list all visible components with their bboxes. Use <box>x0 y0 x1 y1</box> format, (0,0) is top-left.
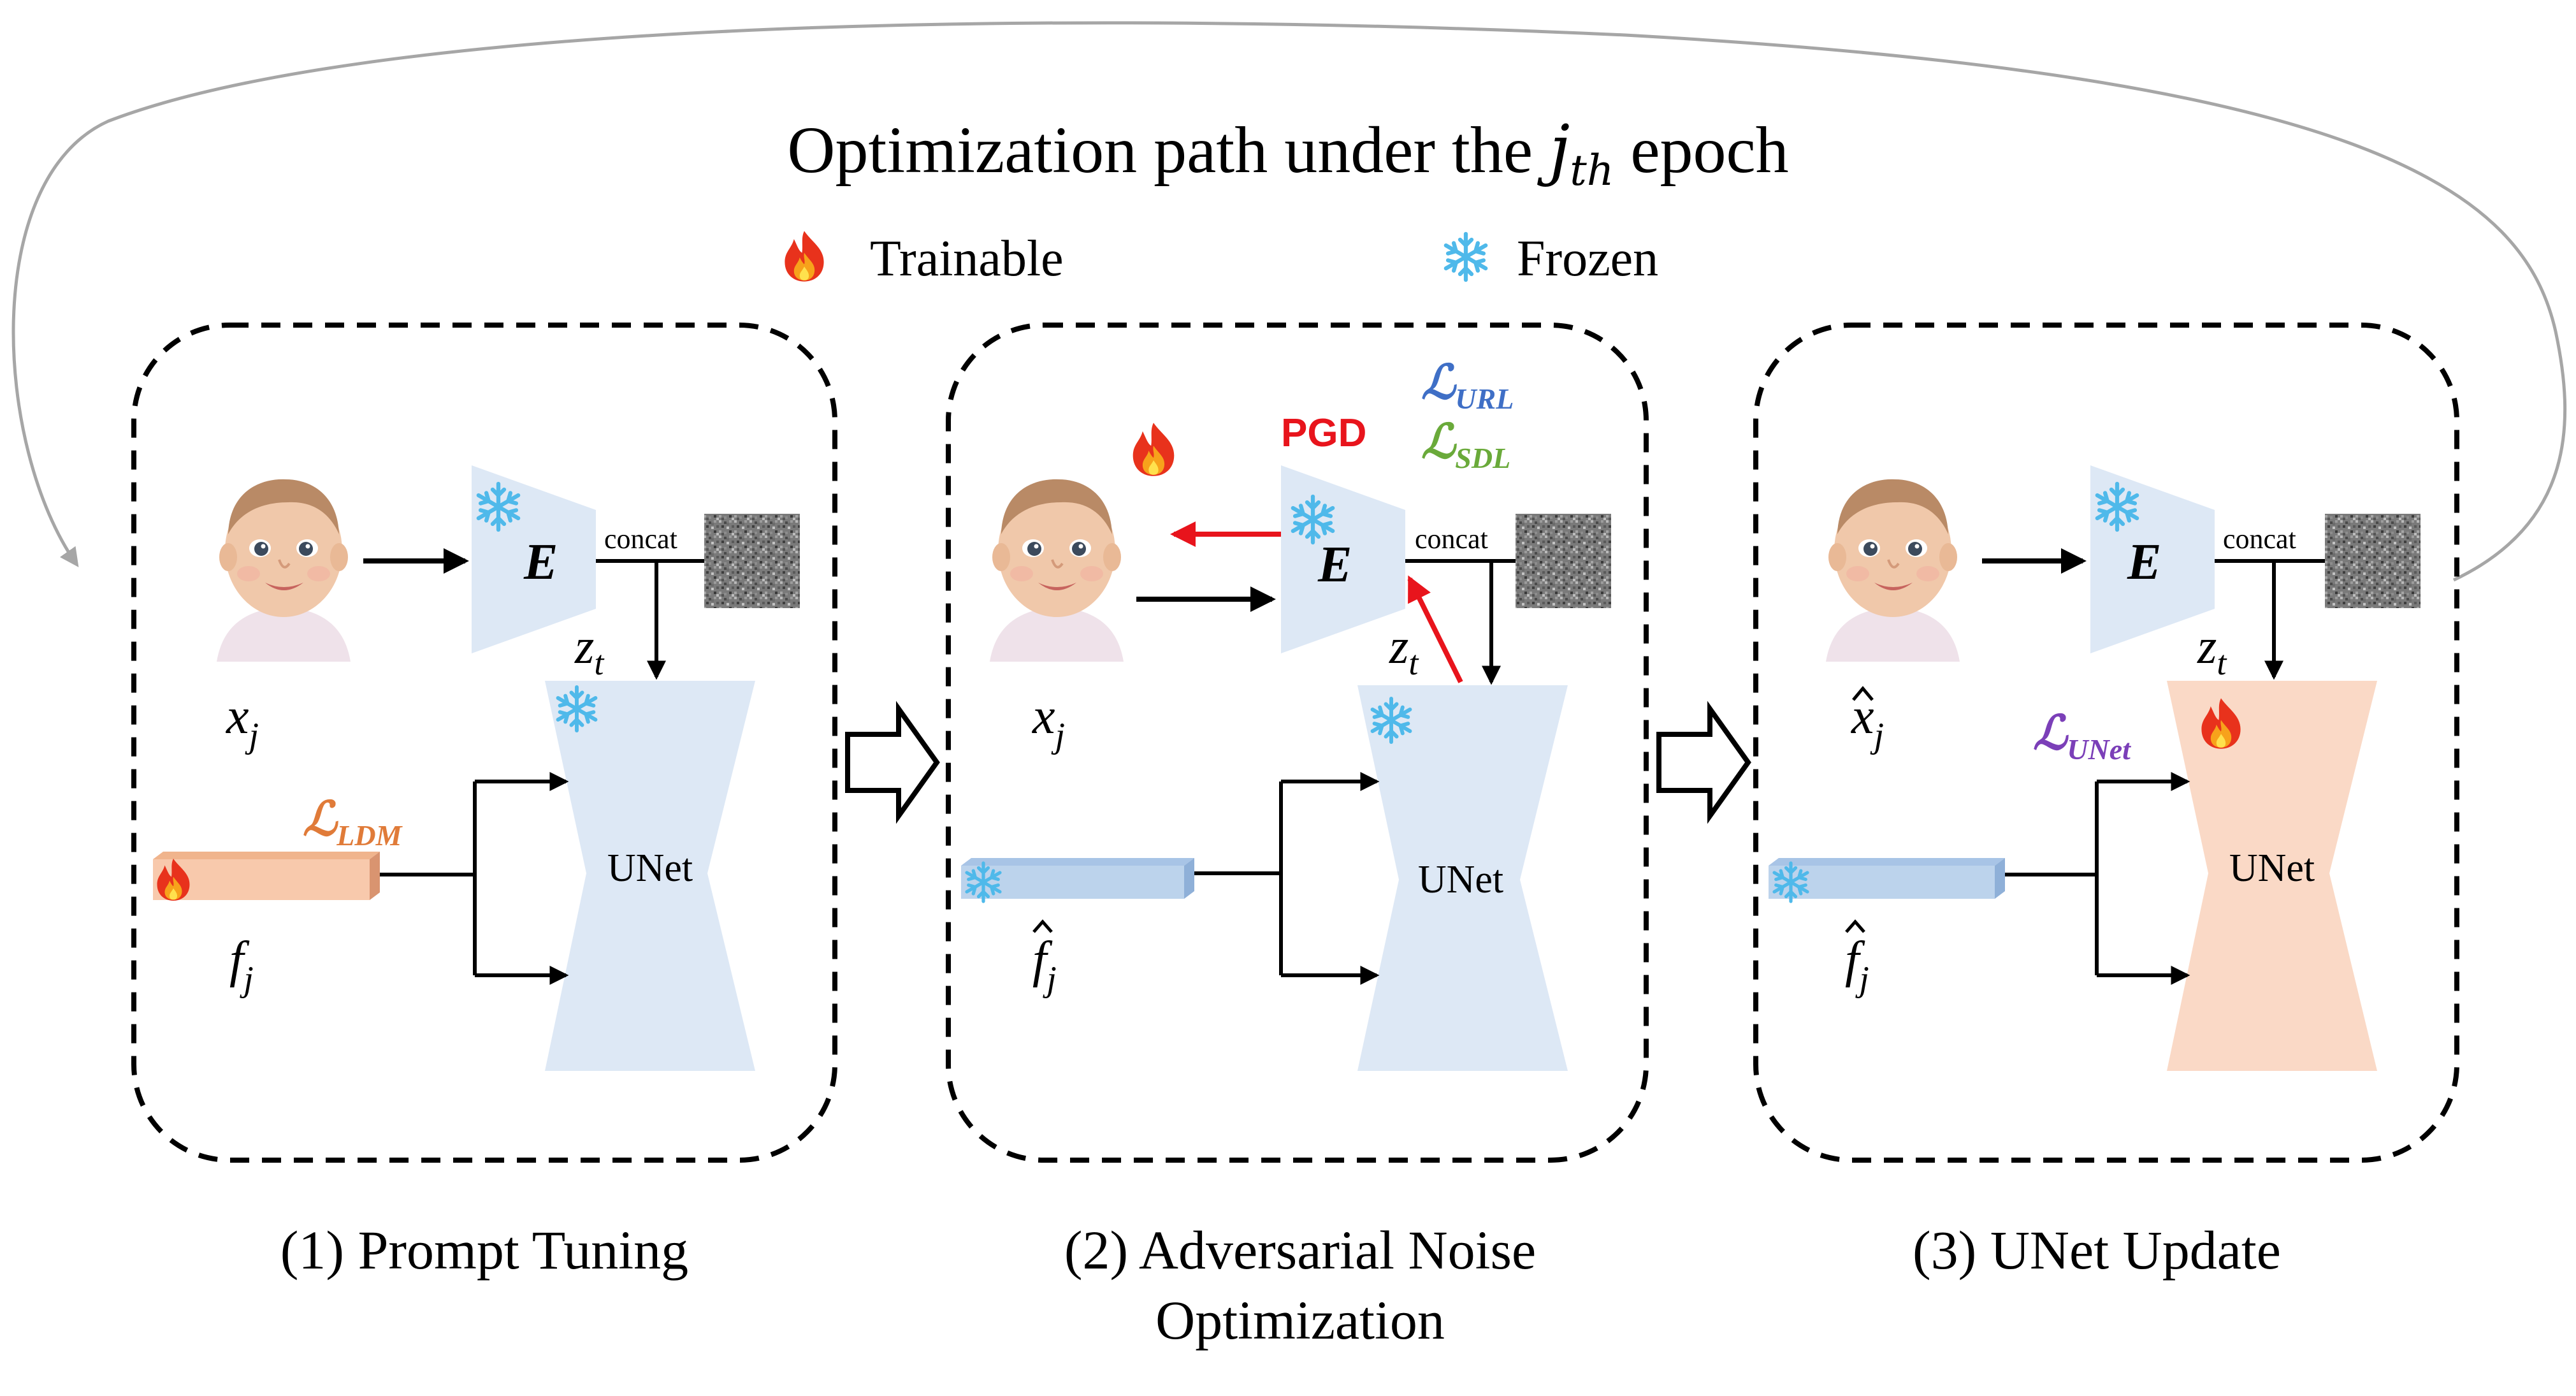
panel-prompt-tuning: E concat zt UNet xj ℒLDM fj (1) Prompt T… <box>131 323 837 1281</box>
encoder-label: E <box>1317 537 1352 593</box>
unet-block <box>1357 685 1568 1071</box>
panel-unet-update: E concat zt UNet ℒUNet xj fj (3) UNet Up… <box>1753 323 2459 1281</box>
panel-3-caption: (3) UNet Update <box>1913 1219 2281 1281</box>
prompt-var-label: fj <box>1032 932 1057 999</box>
concat-label: concat <box>2223 523 2296 555</box>
concat-label: concat <box>604 523 677 555</box>
image-var-label: xj <box>1032 688 1065 755</box>
image-var-label: xj <box>226 688 259 755</box>
panel-2-caption-line-1: (2) Adversarial Noise <box>1064 1219 1536 1281</box>
legend-trainable-label: Trainable <box>870 231 1064 287</box>
legend: Trainable Frozen <box>785 231 1658 287</box>
noise-block <box>704 514 800 608</box>
input-image <box>203 463 365 663</box>
prompt-var-label: fj <box>1845 932 1869 999</box>
encoder-block <box>472 465 596 653</box>
unet-block <box>545 681 755 1071</box>
prompt-embedding <box>153 852 380 900</box>
pgd-unet-to-encoder-arrow <box>1407 575 1463 683</box>
stage-arrow-2 <box>1656 701 1751 824</box>
encoder-label: E <box>2127 534 2161 590</box>
input-image <box>976 463 1138 663</box>
loss-unet-label: ℒUNet <box>2033 708 2131 766</box>
loss-ldm-label: ℒLDM <box>303 794 403 852</box>
flame-icon <box>785 231 824 282</box>
epoch-loop-arrow <box>11 21 2567 582</box>
panel-3-border <box>1753 323 2459 1163</box>
snowflake-icon <box>1446 234 1486 280</box>
unet-label: UNet <box>607 847 693 890</box>
image-hat <box>1852 686 1874 701</box>
panel-2-border <box>946 323 1649 1163</box>
panel-1-caption: (1) Prompt Tuning <box>280 1219 688 1281</box>
input-image <box>1812 463 1974 663</box>
loss-url-label: ℒURL <box>1421 357 1514 415</box>
noise-block <box>2325 514 2420 608</box>
unet-label: UNet <box>1418 858 1503 901</box>
prompt-hat <box>1845 919 1865 933</box>
legend-frozen-label: Frozen <box>1517 231 1658 287</box>
unet-block <box>2167 681 2377 1071</box>
unet-label: UNet <box>2229 847 2315 890</box>
flame-icon <box>1132 423 1175 476</box>
prompt-hat <box>1032 919 1053 933</box>
stage-arrow-1 <box>845 701 940 824</box>
panel-adversarial-noise: PGD ℒURL ℒSDL E concat zt UNet xj fj (2)… <box>946 323 1649 1351</box>
diagram-title: Optimization path under the jth epoch <box>787 110 1788 195</box>
latent-label: zt <box>2197 618 2227 682</box>
pgd-label: PGD <box>1281 411 1366 455</box>
prompt-embedding <box>961 858 1194 899</box>
panel-2-caption-line-2: Optimization <box>1155 1290 1445 1351</box>
latent-label: zt <box>574 618 605 682</box>
loss-sdl-label: ℒSDL <box>1421 416 1510 474</box>
panel-1-border <box>131 323 837 1163</box>
prompt-var-label: fj <box>229 932 254 999</box>
encoder-label: E <box>523 534 558 590</box>
noise-block <box>1516 514 1611 608</box>
latent-label: zt <box>1389 618 1419 682</box>
concat-label: concat <box>1415 523 1488 555</box>
encoder-block <box>2090 465 2215 653</box>
prompt-embedding <box>1769 858 2005 899</box>
